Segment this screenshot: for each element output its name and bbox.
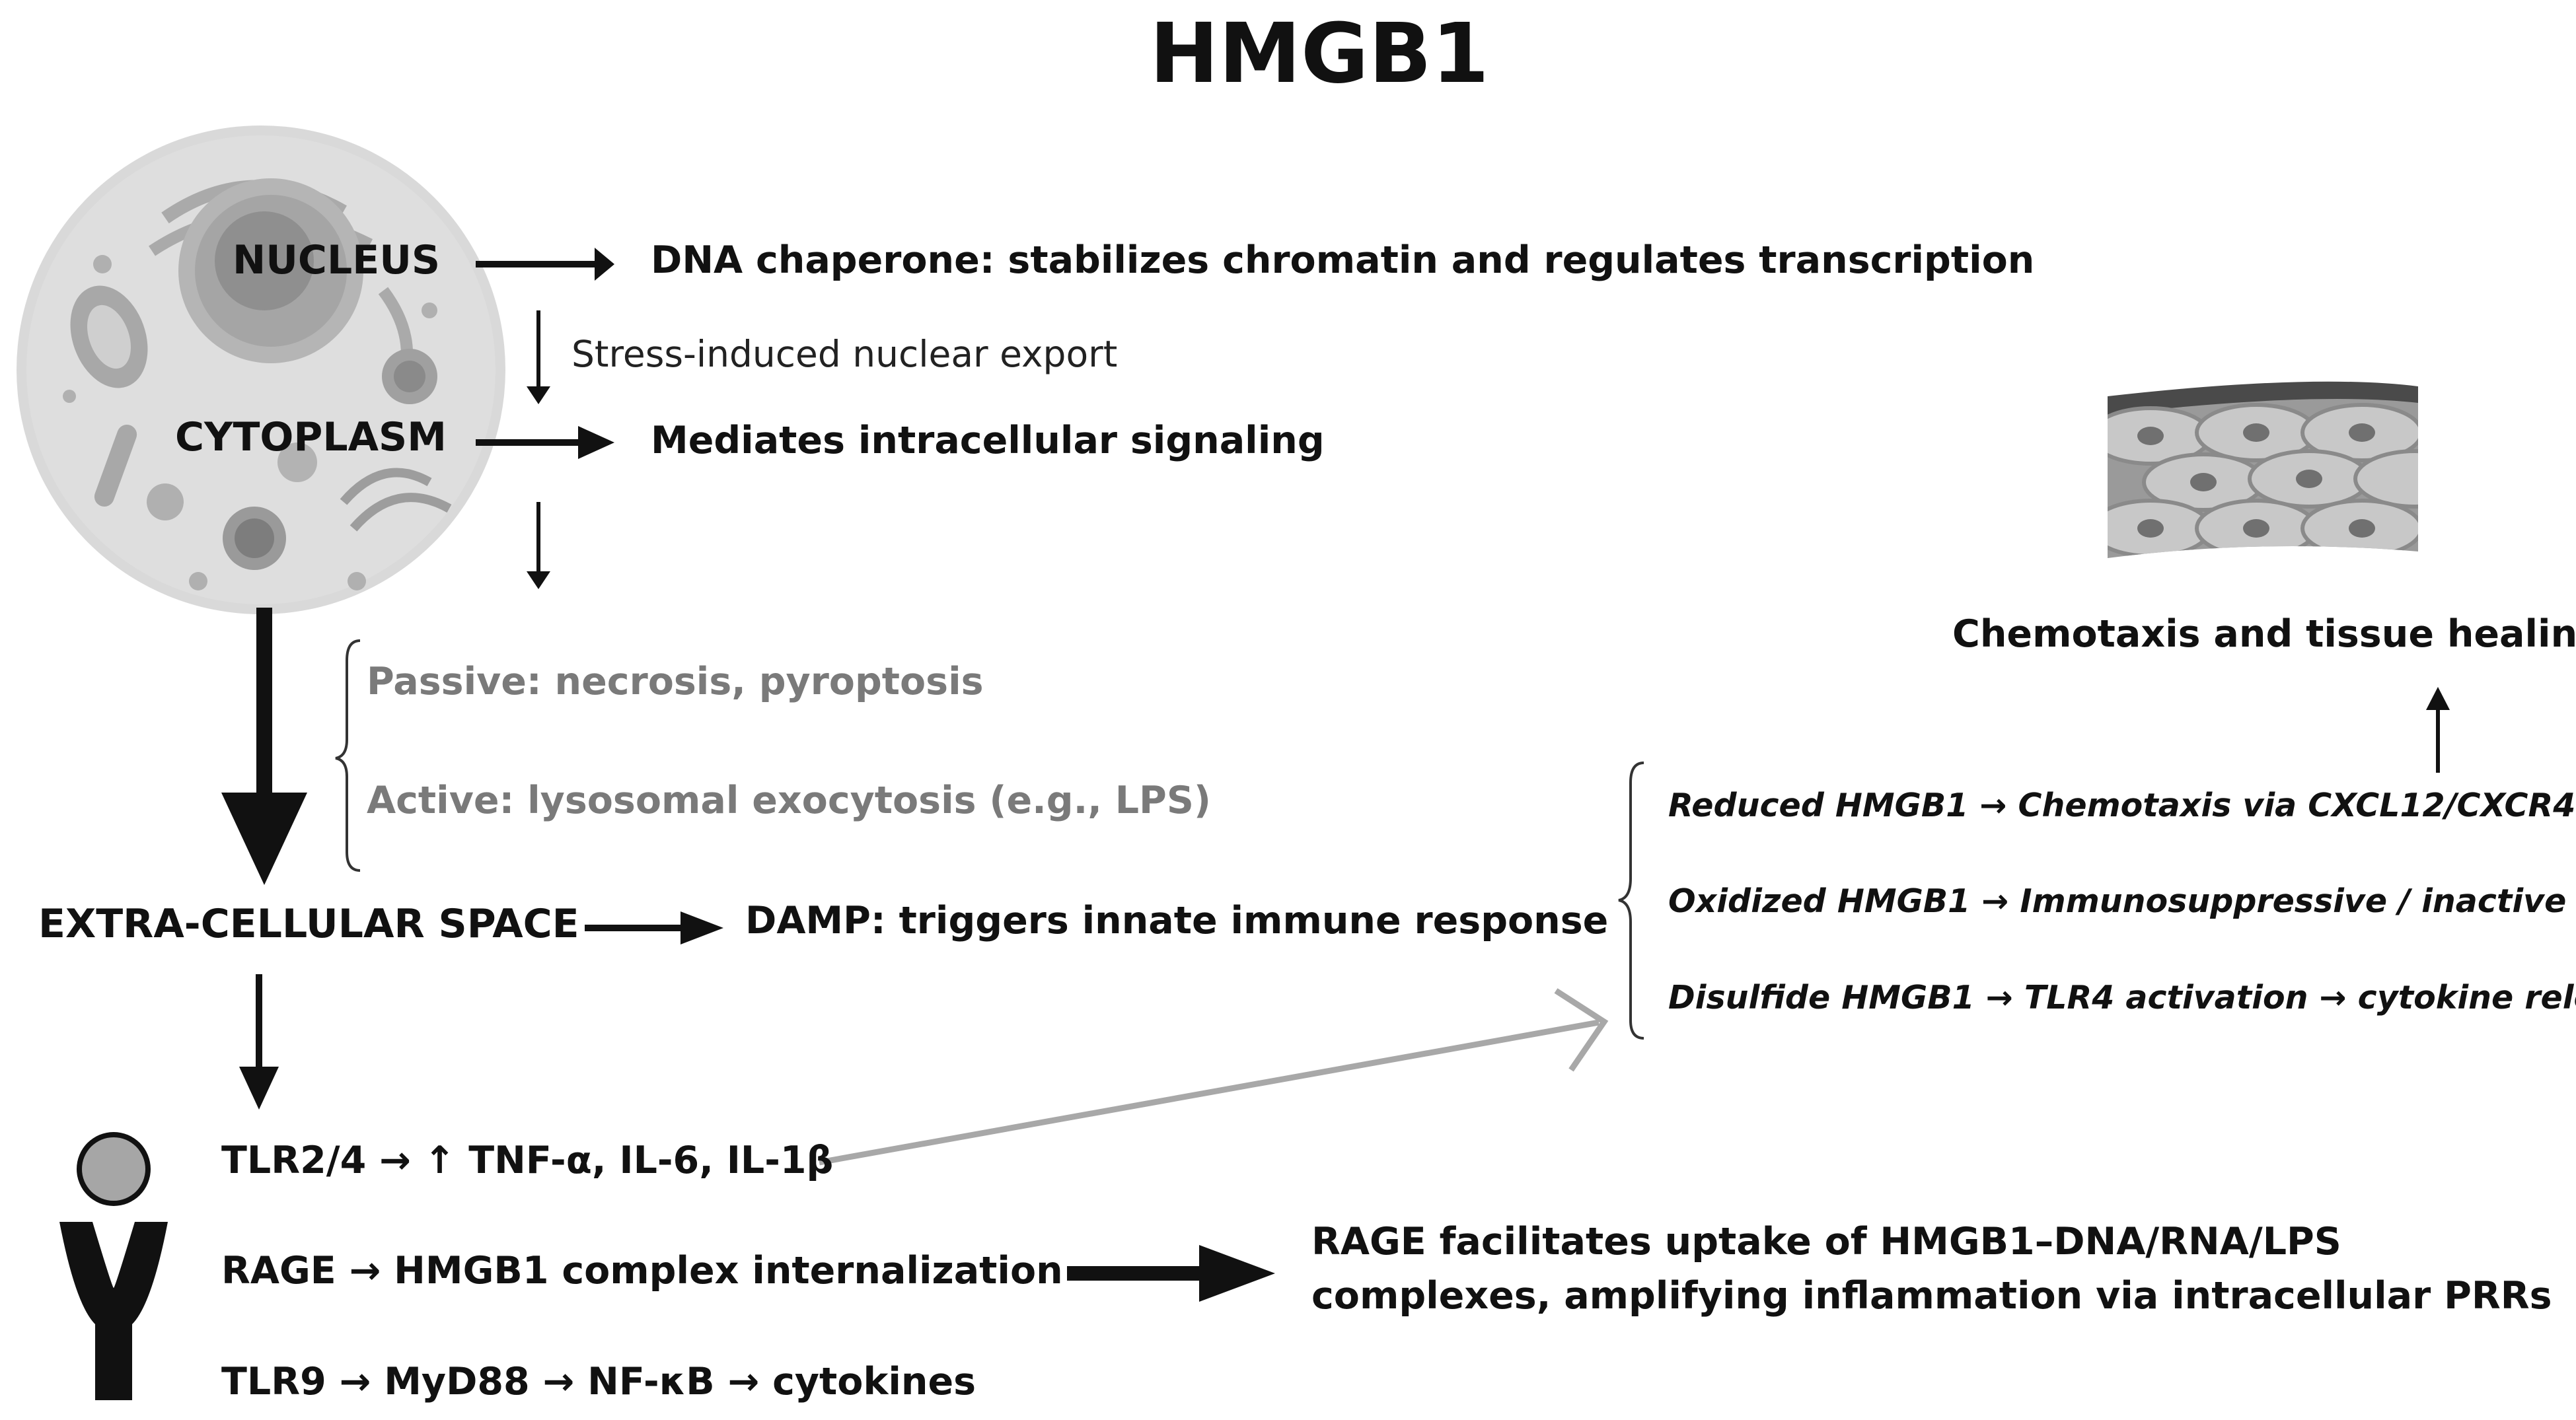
rage-outcome-line2: complexes, amplifying inflammation via i… <box>1311 1274 2552 1318</box>
receptor-icons <box>59 1132 168 1400</box>
tissue-illustration <box>2108 381 2418 558</box>
release-passive: Passive: necrosis, pyroptosis <box>367 660 984 703</box>
redox-reduced: Reduced HMGB1 → Chemotaxis via CXCL12/CX… <box>1668 787 2576 824</box>
redox-disulfide: Disulfide HMGB1 → TLR4 activation → cyto… <box>1668 979 2576 1016</box>
extracellular-label: EXTRA-CELLULAR SPACE <box>38 901 579 947</box>
cytoplasm-label: CYTOPLASM <box>175 414 447 460</box>
receptor-tlr24: TLR2/4 → ↑ TNF-α, IL-6, IL-1β <box>221 1139 834 1182</box>
release-active: Active: lysosomal exocytosis (e.g., LPS) <box>367 779 1211 822</box>
cell-illustration <box>17 125 505 614</box>
extracellular-function: DAMP: triggers innate immune response <box>745 899 1609 942</box>
redox-oxidized: Oxidized HMGB1 → Immunosuppressive / ina… <box>1668 882 2567 920</box>
tissue-healing-label: Chemotaxis and tissue healing <box>1952 612 2576 656</box>
grey-link-arrow <box>819 988 1609 1166</box>
export-note: Stress-induced nuclear export <box>571 333 1118 375</box>
rage-outcome-line1: RAGE facilitates uptake of HMGB1–DNA/RNA… <box>1311 1220 2341 1263</box>
receptor-tlr9: TLR9 → MyD88 → NF-κB → cytokines <box>221 1360 976 1403</box>
nucleus-label: NUCLEUS <box>233 237 441 283</box>
flow-arrows <box>221 248 2450 1302</box>
nucleus-function: DNA chaperone: stabilizes chromatin and … <box>651 238 2035 282</box>
page-title: HMGB1 <box>1150 6 1489 102</box>
cytoplasm-function: Mediates intracellular signaling <box>651 419 1325 462</box>
receptor-rage: RAGE → HMGB1 complex internalization <box>221 1249 1063 1293</box>
braces <box>335 639 1644 1040</box>
